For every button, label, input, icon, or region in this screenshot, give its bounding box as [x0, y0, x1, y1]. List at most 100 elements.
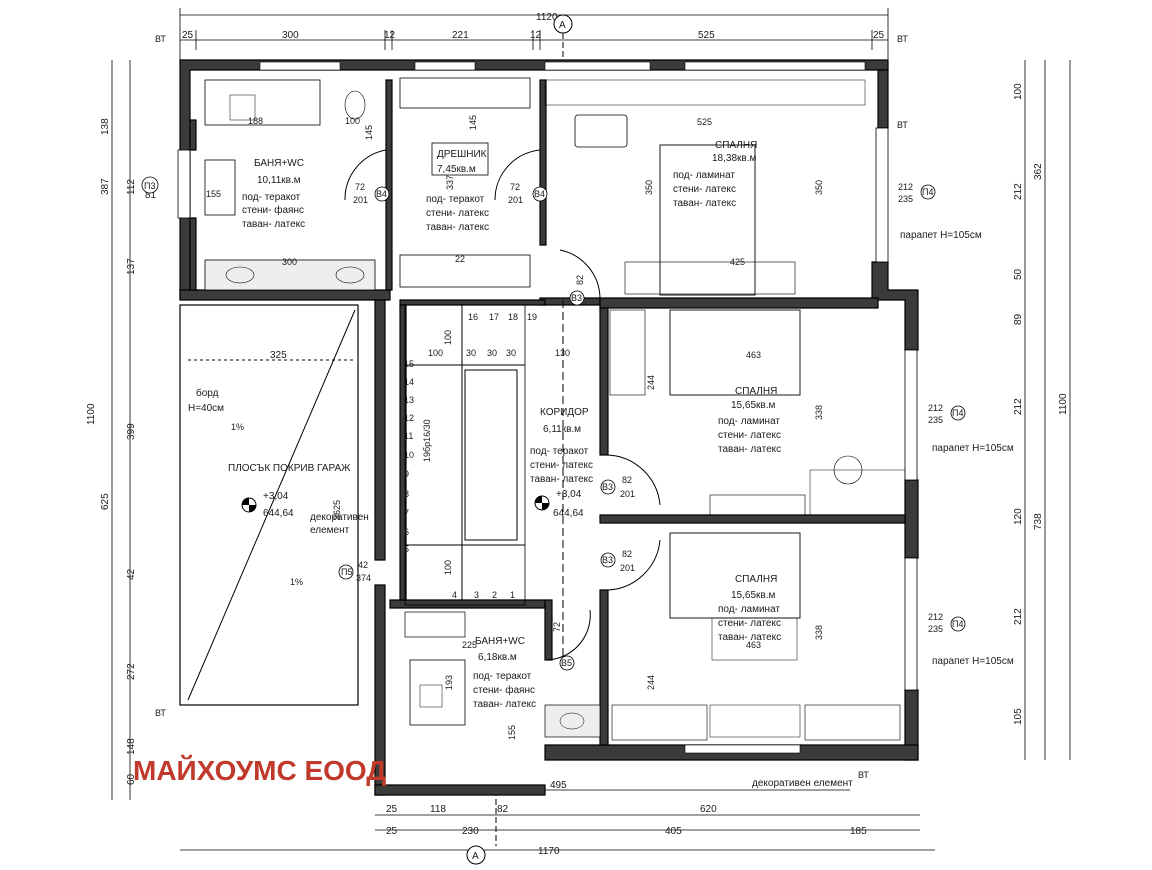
svg-text:42: 42: [358, 560, 368, 570]
svg-text:300: 300: [282, 257, 297, 267]
svg-text:под- теракот: под- теракот: [426, 194, 485, 205]
svg-text:15: 15: [404, 359, 414, 369]
svg-text:337: 337: [445, 175, 455, 190]
svg-text:стени- фаянс: стени- фаянс: [242, 204, 304, 216]
svg-text:В4: В4: [534, 189, 545, 199]
svg-text:стени- латекс: стени- латекс: [426, 208, 489, 219]
svg-text:145: 145: [468, 115, 478, 130]
dim-top-4: 221: [452, 30, 469, 41]
svg-text:82: 82: [622, 549, 632, 559]
svg-text:155: 155: [507, 725, 517, 740]
roof-label: ПЛОСЪК ПОКРИВ ГАРАЖ: [228, 463, 351, 474]
svg-text:таван- латекс: таван- латекс: [718, 444, 781, 455]
svg-text:1%: 1%: [290, 577, 303, 587]
svg-text:212: 212: [928, 403, 943, 413]
dim-top-6: 525: [698, 30, 715, 41]
dim-top-2: 300: [282, 30, 299, 41]
svg-text:H=40см: H=40см: [188, 403, 224, 414]
svg-text:П4: П4: [952, 408, 963, 418]
bed3-name: СПАЛНЯ: [735, 574, 777, 585]
svg-text:212: 212: [1013, 608, 1024, 625]
svg-text:72: 72: [552, 622, 562, 632]
svg-text:235: 235: [928, 624, 943, 634]
svg-text:620: 620: [700, 804, 717, 815]
company-watermark: МАЙХОУМС ЕООД: [133, 754, 386, 786]
svg-text:30: 30: [487, 348, 497, 358]
svg-text:18: 18: [508, 312, 518, 322]
dim-overall-top: 1120: [536, 12, 558, 23]
svg-text:+3,04: +3,04: [556, 489, 582, 500]
bedroom-2: СПАЛНЯ 15,65кв.м под- ламинат стени- лат…: [600, 309, 1014, 516]
bedroom-3: СПАЛНЯ 15,65кв.м под- ламинат стени- лат…: [600, 532, 1014, 789]
svg-text:П4: П4: [922, 187, 933, 197]
svg-text:405: 405: [665, 826, 682, 837]
bath2-area: 6,18кв.м: [478, 652, 517, 663]
svg-text:201: 201: [620, 489, 635, 499]
dim-top-1: 25: [182, 30, 194, 41]
bath2-name: БАНЯ+WC: [475, 636, 525, 647]
svg-text:82: 82: [497, 804, 509, 815]
svg-text:230: 230: [462, 826, 479, 837]
svg-text:ВТ: ВТ: [897, 120, 908, 130]
svg-text:22: 22: [455, 254, 465, 264]
svg-text:В4: В4: [376, 189, 387, 199]
svg-text:под- теракот: под- теракот: [473, 671, 532, 682]
svg-text:парапет H=105см: парапет H=105см: [932, 443, 1014, 454]
svg-text:148: 148: [126, 738, 137, 755]
svg-text:235: 235: [928, 415, 943, 425]
svg-text:стени- латекс: стени- латекс: [673, 184, 736, 195]
svg-text:25: 25: [386, 826, 398, 837]
svg-text:19: 19: [527, 312, 537, 322]
left-dimensions: 138 112 81 387 137 399 625 42 272 148 60…: [86, 60, 159, 800]
svg-text:212: 212: [1013, 183, 1024, 200]
dim-top-5: 12: [530, 30, 542, 41]
svg-text:таван- латекс: таван- латекс: [242, 219, 305, 230]
svg-text:212: 212: [898, 182, 913, 192]
svg-text:137: 137: [126, 258, 137, 275]
dim-top-7: 25: [873, 30, 885, 41]
svg-text:елемент: елемент: [310, 525, 350, 536]
svg-text:120: 120: [1013, 508, 1024, 525]
svg-text:парапет H=105см: парапет H=105см: [900, 230, 982, 241]
svg-text:272: 272: [126, 663, 137, 680]
svg-text:12: 12: [404, 413, 414, 423]
svg-text:399: 399: [126, 423, 137, 440]
svg-text:под- ламинат: под- ламинат: [673, 170, 735, 181]
svg-text:72: 72: [510, 182, 520, 192]
svg-text:82: 82: [575, 275, 585, 285]
level-mark-top-right: ВТ: [897, 34, 908, 44]
closet-name: ДРЕШНИК: [437, 149, 487, 160]
svg-text:738: 738: [1033, 513, 1044, 530]
svg-text:201: 201: [508, 195, 523, 205]
bed3-area: 15,65кв.м: [731, 590, 775, 601]
svg-text:350: 350: [814, 180, 824, 195]
svg-text:89: 89: [1013, 313, 1024, 325]
bottom-dimensions: 25 118 82 620 25 230 405 185 495 1170: [180, 780, 935, 857]
svg-text:В5: В5: [561, 658, 572, 668]
svg-text:П4: П4: [952, 619, 963, 629]
svg-text:под- теракот: под- теракот: [530, 446, 589, 457]
svg-text:ВТ: ВТ: [155, 708, 166, 718]
svg-text:338: 338: [814, 625, 824, 640]
bath1-name: БАНЯ+WC: [254, 158, 304, 169]
svg-text:463: 463: [746, 350, 761, 360]
svg-text:155: 155: [206, 189, 221, 199]
svg-text:30: 30: [466, 348, 476, 358]
svg-text:212: 212: [1013, 398, 1024, 415]
bed1-area: 18,38кв.м: [712, 153, 756, 164]
svg-text:декоративен: декоративен: [310, 512, 369, 523]
svg-text:таван- латекс: таван- латекс: [530, 474, 593, 485]
svg-text:495: 495: [550, 780, 567, 791]
svg-text:25: 25: [386, 804, 398, 815]
svg-text:244: 244: [646, 675, 656, 690]
svg-text:138: 138: [100, 118, 111, 135]
svg-text:2: 2: [492, 590, 497, 600]
svg-text:3625: 3625: [332, 500, 342, 520]
svg-text:стени- фаянс: стени- фаянс: [473, 684, 535, 696]
svg-text:13: 13: [404, 395, 414, 405]
svg-text:30: 30: [506, 348, 516, 358]
corridor-name: КОРИДОР: [540, 407, 589, 418]
svg-text:425: 425: [730, 257, 745, 267]
svg-text:+3,04: +3,04: [263, 491, 289, 502]
